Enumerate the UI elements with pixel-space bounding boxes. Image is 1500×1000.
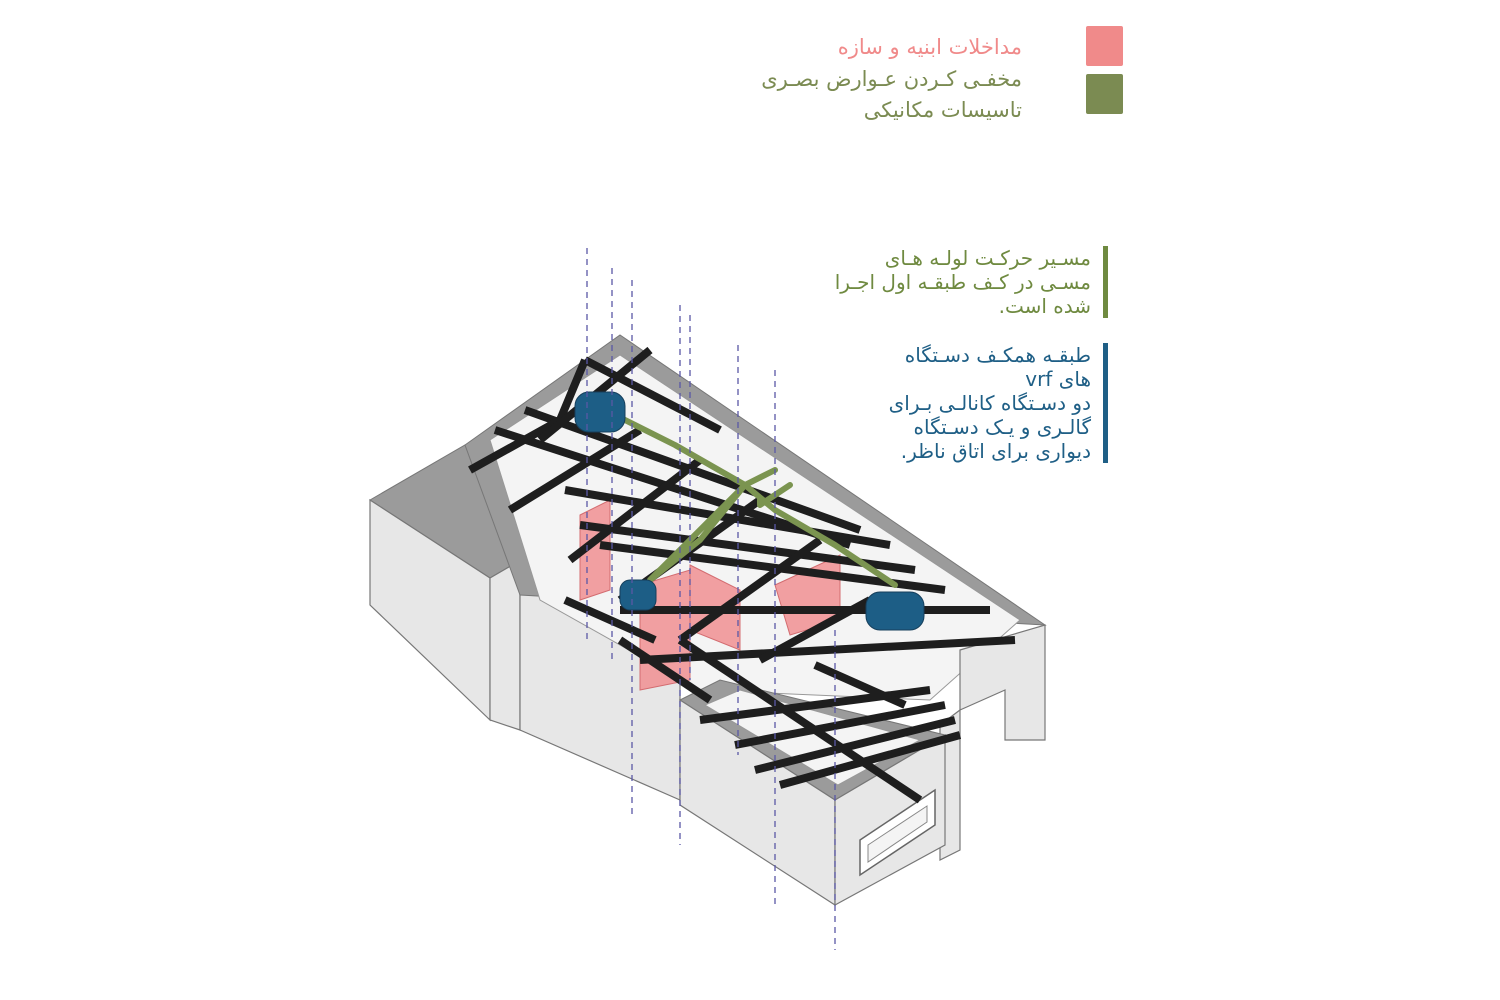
legend-swatch-red	[1086, 26, 1123, 66]
beam-1	[583, 356, 722, 434]
pipe-route	[602, 407, 898, 588]
beam-19	[677, 536, 823, 644]
beam-22	[563, 596, 657, 644]
vrf-unit-gallery-2	[619, 579, 657, 611]
axis-lines	[586, 248, 836, 950]
beam-24	[617, 636, 713, 704]
beam-20	[758, 596, 872, 664]
beam-16	[507, 426, 643, 514]
beam-13	[468, 416, 562, 474]
vrf-unit-wall	[865, 591, 925, 631]
legend-swatch-green	[1086, 74, 1123, 114]
beam-11	[754, 716, 956, 774]
beam-21	[813, 661, 907, 709]
pipe-branch	[757, 482, 793, 508]
beam-10	[734, 701, 946, 749]
vrf-unit-gallery-1	[574, 391, 626, 433]
beam-17	[567, 456, 703, 564]
legend-label-hide-visual: مخفـی کـردن عـوارض بصـری	[761, 67, 1022, 91]
legend-label-mechanical: تاسیسات مکانیکی	[863, 98, 1022, 122]
note-pipes: مسـیر حرکـت لولـه هـای مسـی در کـف طبقـه…	[835, 246, 1108, 318]
legend-label-interventions: مداخلات ابنیه و سازه	[837, 35, 1022, 59]
beam-14	[556, 358, 589, 422]
beam-4	[564, 486, 891, 549]
note-vrf: طبقـه همکـف دسـتگاه های vrf دو دسـتگاه ک…	[889, 343, 1108, 463]
beam-12	[778, 731, 962, 789]
beam-23	[677, 636, 923, 804]
